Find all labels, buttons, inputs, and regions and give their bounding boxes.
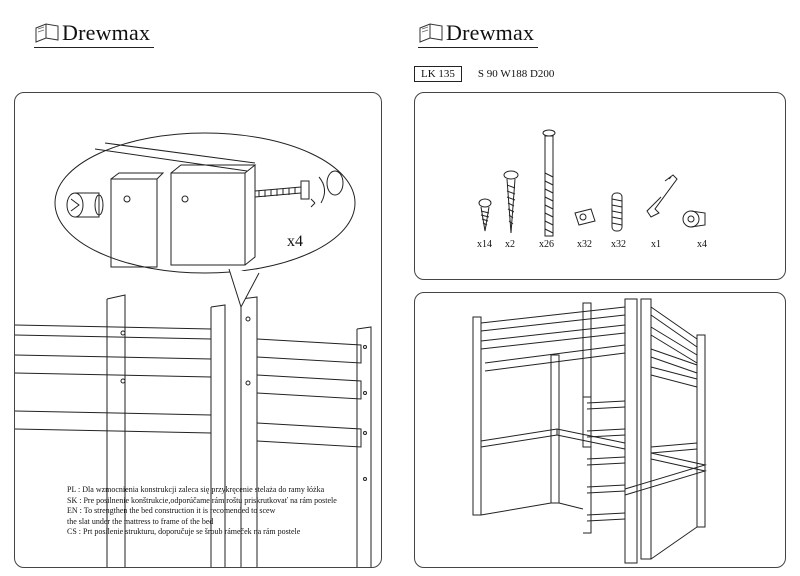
quantity-label: x4 (287, 233, 303, 250)
logo-underline (418, 47, 538, 48)
barrel-nut-icon (574, 208, 596, 226)
book-icon (419, 23, 443, 43)
logo-underline (34, 47, 154, 48)
instruction-line: SK : Pre posilnenie konštrukcie,odporúča… (67, 495, 337, 505)
part-quantity: x1 (651, 239, 661, 250)
part-quantity: x14 (477, 239, 492, 250)
model-dimensions: S 90 W188 D200 (477, 68, 555, 80)
slat-fixing-panel: x4 PL : Dla wzmocnienia konstrukcji zale… (14, 92, 382, 568)
loft-bed-drawing (472, 298, 707, 564)
book-icon (35, 23, 59, 43)
part-quantity: x32 (611, 239, 626, 250)
brand-name: Drewmax (62, 20, 151, 45)
brand-name: Drewmax (446, 20, 535, 45)
slat-fixing-drawing (15, 132, 372, 567)
instruction-line: CS : Prt posílenie strukturu, doporučuje… (67, 527, 301, 536)
brand-logo: Drewmax (34, 14, 154, 48)
hardware-drawing (478, 129, 706, 237)
instruction-line: the slat under the mattress to frame of … (67, 516, 214, 526)
part-quantity: x2 (505, 239, 515, 250)
wood-screw-icon (503, 170, 519, 234)
allen-key-icon (646, 174, 678, 218)
part-quantity: x4 (697, 239, 707, 250)
part-quantity: x26 (539, 239, 554, 250)
brand-logo: Drewmax (418, 14, 538, 48)
hardware-panel: x14 x2 x26 x32 x32 x1 x4 (414, 92, 786, 280)
cap-nut-icon (682, 210, 706, 228)
long-bolt-icon (542, 129, 556, 237)
instruction-line: EN : To strengthen the bed construction … (67, 506, 276, 515)
model-code: LK 135 (414, 66, 462, 82)
part-quantity: x32 (577, 239, 592, 250)
instruction-line: PL : Dla wzmocnienia konstrukcji zaleca … (67, 485, 325, 494)
short-screw-icon (478, 198, 492, 232)
instructions-text: PL : Dla wzmocnienia konstrukcji zaleca … (67, 485, 377, 538)
loft-bed-panel (414, 292, 786, 568)
model-info: LK 135 S 90 W188 D200 (414, 66, 554, 82)
wooden-dowel-icon (611, 192, 623, 232)
